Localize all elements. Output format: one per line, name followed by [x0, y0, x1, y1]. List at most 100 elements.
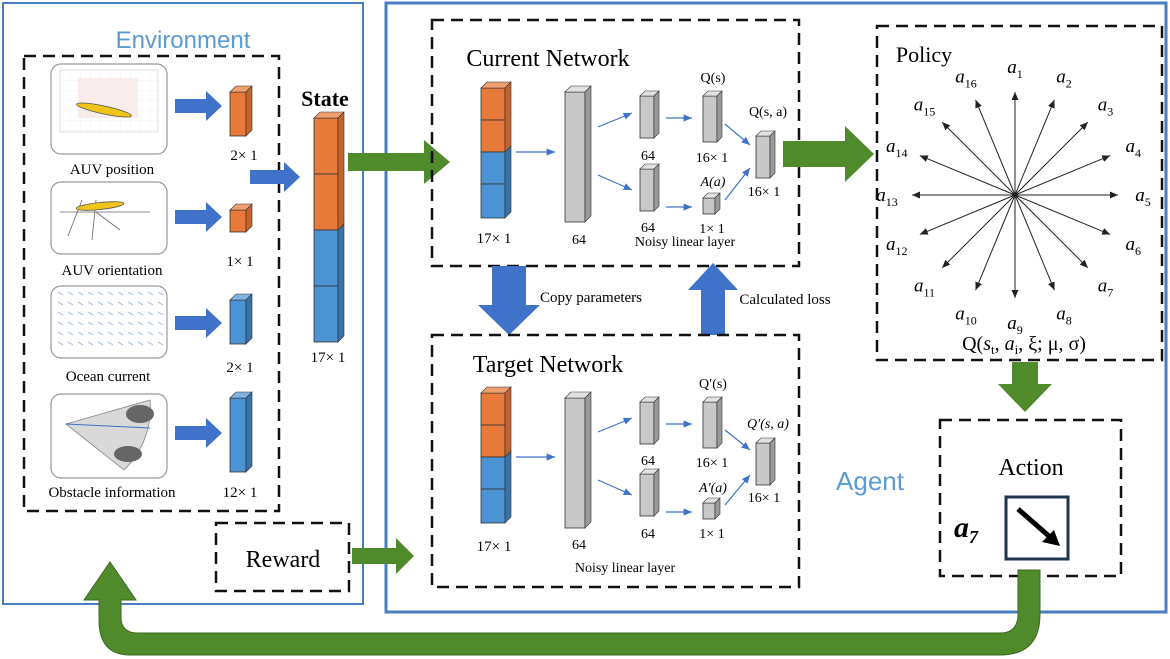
layer-caption: Noisy linear layer	[575, 561, 676, 576]
current-vector-mark	[77, 291, 84, 296]
agent-title: Agent	[836, 466, 905, 496]
current-vector-mark	[127, 301, 134, 306]
current-vector-mark	[117, 331, 124, 336]
input-caption: AUV orientation	[62, 263, 163, 279]
current-vector-mark	[117, 291, 124, 296]
current-vector-mark	[57, 321, 64, 326]
vector-size: 1× 1	[226, 254, 253, 270]
layer-size: 64	[572, 233, 586, 248]
current-vector-mark	[77, 331, 84, 336]
action-ray	[1014, 121, 1089, 196]
current-vector-mark	[117, 321, 124, 326]
current-vector-mark	[57, 291, 64, 296]
layer-size: 64	[641, 149, 655, 164]
action-label: a14	[886, 136, 908, 160]
current-network-box	[430, 18, 801, 268]
layer-size: 64	[641, 221, 655, 236]
current-vector-mark	[87, 301, 94, 306]
advantage-stream-layer	[639, 468, 660, 517]
current-vector-mark	[107, 331, 114, 336]
auv-icon	[75, 201, 125, 211]
input-layer	[480, 386, 512, 524]
current-vector-mark	[117, 301, 124, 306]
input-layer	[480, 81, 512, 219]
action-label: a8	[1056, 303, 1072, 327]
arrow	[783, 126, 874, 182]
output-size: 16× 1	[696, 151, 728, 166]
layer-size: 17× 1	[477, 231, 512, 247]
value-label: Q′(s)	[699, 377, 727, 392]
current-vector-mark	[77, 341, 84, 346]
arrow	[175, 418, 222, 448]
action-label: a9	[1007, 313, 1023, 337]
feature-vector	[229, 85, 253, 137]
calculated-loss-arrow	[688, 263, 738, 335]
current-vector-mark	[157, 291, 164, 296]
arrow	[175, 202, 222, 232]
action-ray	[941, 121, 1016, 196]
action-ray	[975, 194, 1016, 291]
action-label: a3	[1098, 94, 1114, 118]
input-caption: AUV position	[70, 162, 155, 178]
current-vector-mark	[107, 341, 114, 346]
auv-icon	[76, 102, 132, 118]
action-label: a6	[1126, 234, 1142, 258]
q-output	[755, 130, 776, 179]
current-vector-mark	[87, 321, 94, 326]
action-ray	[975, 99, 1016, 196]
arrow	[352, 538, 414, 574]
current-vector-mark	[77, 311, 84, 316]
action-label: a11	[914, 276, 935, 300]
input-caption: Ocean current	[66, 369, 151, 385]
policy-formula: Q(st, ai, ξ; μ, σ)	[962, 333, 1086, 357]
current-vector-mark	[127, 321, 134, 326]
action-label: a10	[955, 303, 977, 327]
feedback-arrow	[83, 561, 1041, 656]
output-size: 1× 1	[699, 222, 724, 237]
current-vector-mark	[87, 331, 94, 336]
current-vector-mark	[87, 341, 94, 346]
current-vector-mark	[127, 311, 134, 316]
arrow	[998, 362, 1052, 412]
hidden-layer	[564, 85, 592, 223]
value-output	[702, 396, 723, 449]
q-output	[755, 437, 776, 486]
action-label: a16	[955, 67, 977, 91]
advantage-output	[702, 497, 721, 520]
current-vector-mark	[137, 311, 144, 316]
current-vector-mark	[157, 341, 164, 346]
layer-size: 64	[641, 527, 655, 542]
output-size: 16× 1	[748, 185, 780, 200]
current-vector-mark	[77, 321, 84, 326]
current-vector-mark	[67, 311, 74, 316]
agent-frame	[384, 1, 1168, 614]
current-vector-mark	[67, 341, 74, 346]
calculated-loss-label: Calculated loss	[739, 292, 830, 308]
advantage-output	[702, 192, 721, 215]
current-vector-mark	[97, 331, 104, 336]
current-vector-mark	[87, 311, 94, 316]
current-vector-mark	[97, 311, 104, 316]
current-vector-mark	[97, 301, 104, 306]
current-vector-mark	[127, 331, 134, 336]
current-vector-mark	[137, 291, 144, 296]
current-vector-mark	[57, 301, 64, 306]
target-network-title: Target Network	[473, 352, 624, 378]
current-vector-mark	[107, 321, 114, 326]
current-vector-mark	[87, 291, 94, 296]
copy-parameters-label: Copy parameters	[540, 290, 642, 306]
current-vector-mark	[137, 331, 144, 336]
current-vector-mark	[67, 291, 74, 296]
current-vector-mark	[147, 301, 154, 306]
current-vector-mark	[127, 341, 134, 346]
current-vector-mark	[67, 321, 74, 326]
output-size: 16× 1	[696, 456, 728, 471]
current-vector-mark	[137, 321, 144, 326]
feature-vector	[229, 293, 253, 345]
current-vector-mark	[157, 331, 164, 336]
action-label: a12	[886, 234, 908, 258]
feature-vector	[229, 391, 253, 473]
current-vector-mark	[137, 301, 144, 306]
